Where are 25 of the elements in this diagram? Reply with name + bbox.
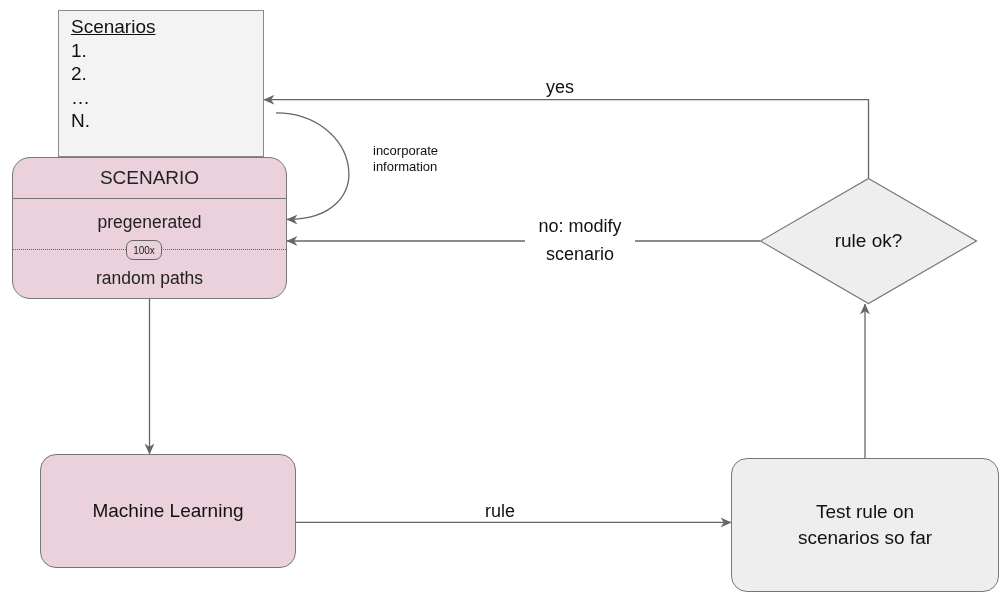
edge-label: incorporate information <box>373 143 440 176</box>
box-text: random paths <box>95 268 204 288</box>
count-badge: 100x <box>126 240 162 260</box>
list-item: 1. <box>71 38 87 62</box>
process-box <box>731 458 999 592</box>
arrow <box>275 112 350 224</box>
arrow <box>144 298 155 455</box>
edge-label: yes <box>545 76 575 99</box>
edge-label: rule <box>484 500 516 523</box>
list-box <box>58 10 264 157</box>
arrow <box>263 94 870 179</box>
box-heading: SCENARIO <box>13 158 286 199</box>
box-text: Machine Learning <box>92 499 244 524</box>
box-text: Test rule on scenarios so far <box>796 500 934 550</box>
list-heading: Scenarios <box>71 15 156 39</box>
arrow <box>860 303 870 459</box>
arrow <box>295 517 732 528</box>
process-box <box>40 454 296 568</box>
process-box <box>12 157 287 299</box>
list-item: … <box>71 85 90 109</box>
decision-diamond <box>760 178 977 304</box>
decision-text: rule ok? <box>834 230 903 252</box>
list-item: N. <box>71 109 90 133</box>
list-item: 2. <box>71 62 87 86</box>
box-text: pregenerated <box>96 212 203 232</box>
